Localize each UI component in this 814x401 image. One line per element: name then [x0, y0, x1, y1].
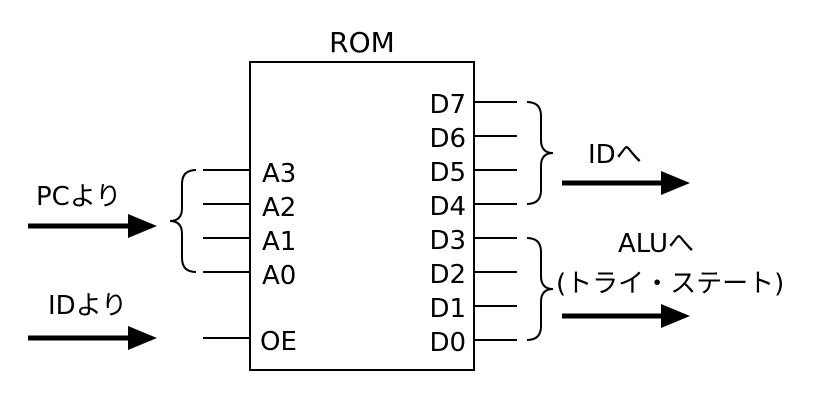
from-pc-label: PCより: [36, 182, 121, 212]
pin-label-oe: OE: [260, 327, 297, 357]
alu-output-arrow: [562, 304, 690, 328]
pc-input-arrow: [28, 214, 157, 238]
input-brace: [169, 169, 197, 273]
data-outputs: D7 D6 D5 D4 D3 D2 D1 D0: [429, 90, 517, 358]
id-output-arrow: [562, 171, 690, 195]
upper-output-brace: [526, 101, 554, 205]
lower-output-brace: [526, 237, 554, 341]
pin-label-d2: D2: [429, 260, 466, 290]
pin-label-a3: A3: [262, 159, 296, 189]
pin-label-d3: D3: [429, 226, 466, 256]
pin-label-d6: D6: [429, 124, 466, 154]
tri-state-note: (トライ・ステート): [556, 269, 784, 299]
pin-label-a0: A0: [262, 261, 296, 291]
rom-title: ROM: [329, 26, 395, 59]
to-alu-label: ALUへ: [618, 229, 694, 259]
pin-label-d7: D7: [429, 90, 466, 120]
pin-label-a1: A1: [262, 227, 296, 257]
pin-label-d4: D4: [429, 192, 466, 222]
id-input-arrow: [28, 326, 157, 350]
pin-label-d1: D1: [429, 294, 466, 324]
pin-label-d5: D5: [429, 158, 466, 188]
pin-label-d0: D0: [429, 328, 466, 358]
pin-label-a2: A2: [262, 193, 296, 223]
from-id-label: IDより: [48, 291, 127, 321]
address-inputs: A3 A2 A1 A0: [203, 159, 296, 291]
rom-box: [249, 61, 475, 371]
to-id-label: IDへ: [588, 140, 642, 170]
